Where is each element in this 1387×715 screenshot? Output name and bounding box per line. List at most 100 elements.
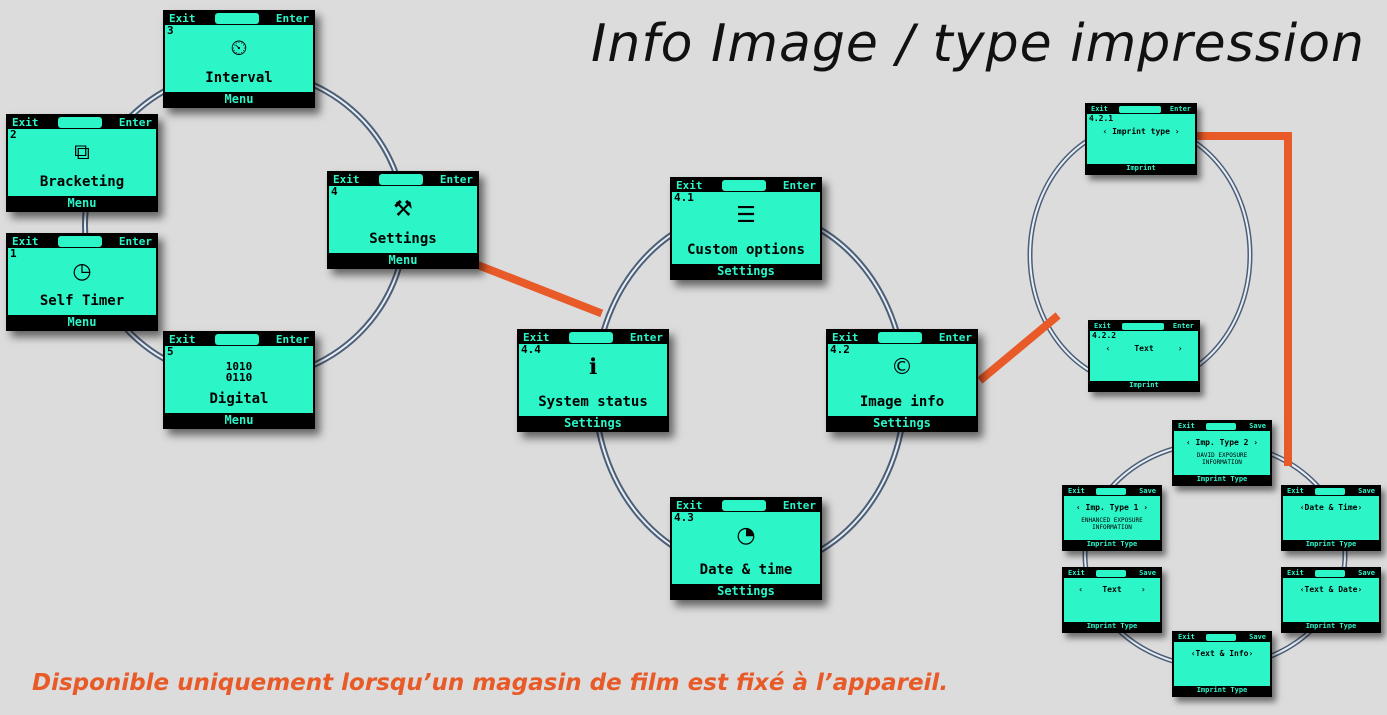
softkey-exit: Exit [674, 180, 720, 191]
footer-label: Settings [828, 416, 976, 430]
menu-number: 5 [167, 345, 174, 358]
footer-label: Imprint Type [1174, 475, 1270, 484]
softkey-gap [1315, 488, 1345, 495]
softkey-right: Enter [1172, 322, 1194, 330]
softkey-enter: Enter [768, 500, 818, 511]
softkey-gap [1206, 423, 1236, 430]
footer-label: Imprint Type [1283, 540, 1379, 549]
footer-label: Settings [672, 264, 820, 278]
softkey-gap [379, 174, 423, 185]
softkey-exit: Exit [1287, 569, 1304, 577]
footer-label: Imprint [1087, 164, 1195, 173]
footer-label: Settings [672, 584, 820, 598]
footer-label: Imprint Type [1064, 540, 1160, 549]
softkey-exit: Exit [10, 236, 56, 247]
footnote: Disponible uniquement lorsqu’un magasin … [32, 670, 949, 696]
softkey-gap [215, 334, 259, 345]
softkey-exit: Exit [1287, 487, 1304, 495]
menu-number: 4 [331, 185, 338, 198]
option-label: ‹ Text › [1078, 585, 1146, 594]
menu-number: 4.4 [521, 343, 541, 356]
softkey-gap [215, 13, 259, 24]
softkey-exit: Exit [1068, 487, 1085, 495]
menu-label: System status [538, 394, 648, 410]
softkey-exit: Exit [1178, 422, 1195, 430]
softkey-gap [569, 332, 613, 343]
softkey-exit: Exit [167, 334, 213, 345]
menu-number: 4.1 [674, 191, 694, 204]
softkey-gap [722, 500, 766, 511]
softkey-bar: Exit Save [1174, 422, 1270, 431]
softkey-exit: Exit [521, 332, 567, 343]
softkey-exit: Exit [1068, 569, 1085, 577]
footer-label: Menu [8, 196, 156, 210]
softkey-right: Save [1139, 487, 1156, 495]
hammer-icon: ⚒ [393, 197, 413, 222]
mini-imp-type-1: Exit Save ‹ Imp. Type 1 › ENHANCED EXPOSURE… [1062, 485, 1162, 551]
softkey-exit: Exit [674, 500, 720, 511]
option-description: ENHANCED EXPOSURE INFORMATION [1081, 517, 1143, 531]
menu-label: Date & time [699, 562, 793, 578]
softkey-bar: Exit Save [1283, 569, 1379, 578]
binary-icon: 1010 0110 [225, 360, 253, 384]
option-label: ‹Text & Date› [1299, 585, 1363, 594]
option-description: DAVID EXPOSURE INFORMATION [1196, 452, 1248, 466]
footer-label: Imprint Type [1064, 622, 1160, 631]
softkey-right: Save [1249, 422, 1266, 430]
timer-icon: ◷ [72, 259, 92, 284]
softkey-gap [878, 332, 922, 343]
option-label: ‹Text & Info› [1190, 649, 1254, 658]
softkey-enter: Enter [924, 332, 974, 343]
softkey-exit: Exit [10, 117, 56, 128]
menu-label: Bracketing [39, 174, 125, 190]
option-label: ‹Date & Time› [1299, 503, 1363, 512]
softkey-exit: Exit [1094, 322, 1111, 330]
softkey-bar: Exit Save [1064, 487, 1160, 496]
softkey-exit: Exit [331, 174, 377, 185]
softkey-gap [58, 117, 102, 128]
footer-label: Menu [8, 315, 156, 329]
softkey-gap [1096, 570, 1126, 577]
softkey-right: Enter [1169, 105, 1191, 113]
softkey-right: Save [1358, 487, 1375, 495]
menu-number: 3 [167, 24, 174, 37]
menu-label: Settings [369, 231, 437, 247]
softkey-right: Save [1139, 569, 1156, 577]
softkey-exit: Exit [1091, 105, 1108, 113]
softkey-gap [1122, 323, 1164, 330]
option-label: ‹ Imp. Type 1 › [1075, 503, 1149, 512]
stopwatch-icon: ⏲ [230, 36, 248, 61]
softkey-right: Save [1358, 569, 1375, 577]
footer-label: Imprint [1090, 381, 1198, 390]
softkey-gap [1119, 106, 1161, 113]
softkey-gap [1206, 634, 1236, 641]
option-label: ‹ Imprint type › [1102, 127, 1180, 136]
softkey-bar: Exit Save [1064, 569, 1160, 578]
softkey-bar: Exit Save [1283, 487, 1379, 496]
footer-label: Settings [519, 416, 667, 430]
softkey-right: Save [1249, 633, 1266, 641]
menu-number: 4.2.1 [1089, 114, 1114, 123]
mini-date-time: Exit Save ‹Date & Time› Imprint Type [1281, 485, 1381, 551]
softkey-exit: Exit [167, 13, 213, 24]
menu-number: 1 [10, 247, 17, 260]
menu-number: 4.3 [674, 511, 694, 524]
menu-label: Self Timer [39, 293, 125, 309]
bracketing-icon: ⧉ [74, 140, 90, 165]
page-title: Info Image / type impression [591, 14, 1365, 74]
menu-label: Digital [209, 391, 269, 407]
